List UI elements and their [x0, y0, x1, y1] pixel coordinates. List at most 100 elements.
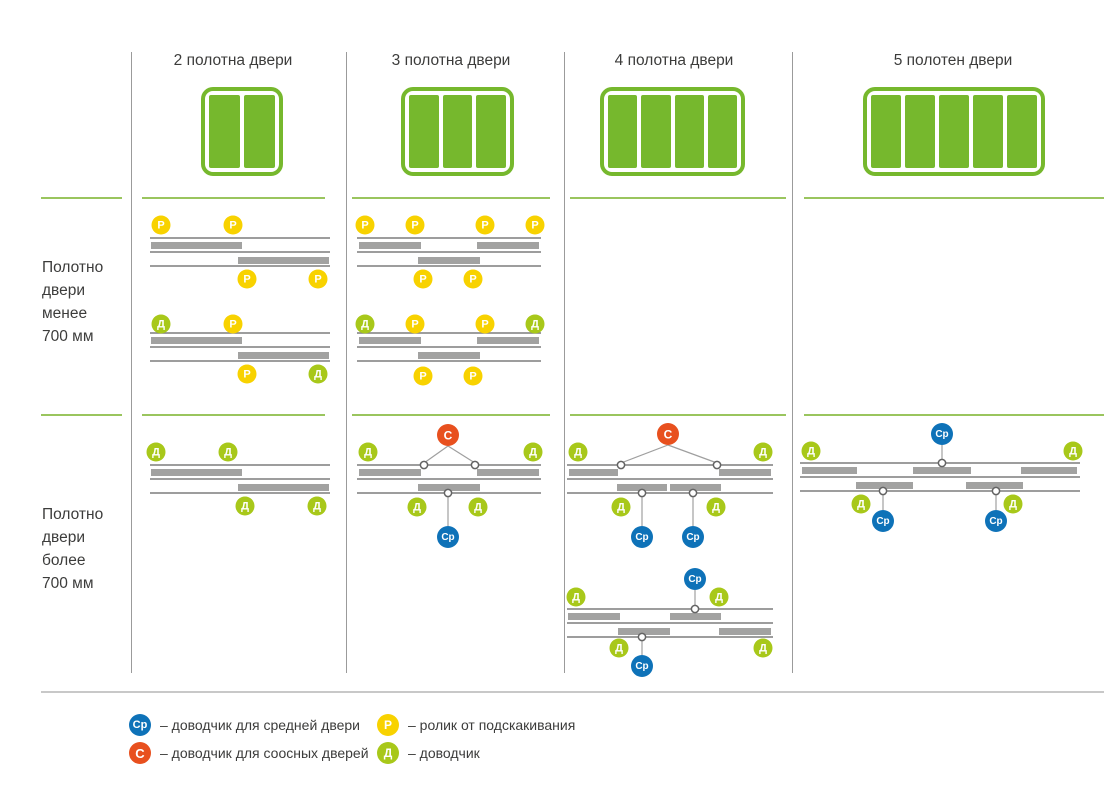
door-track-bar — [802, 467, 857, 474]
closer-marker: Д — [1063, 441, 1083, 461]
svg-text:Ср: Ср — [635, 532, 648, 543]
door-panel — [608, 95, 638, 168]
legend-label: – ролик от подскакивания — [408, 717, 576, 733]
door-panel — [939, 95, 969, 168]
svg-text:Р: Р — [243, 274, 250, 286]
roller-marker: Р — [151, 215, 171, 235]
door-track-bar — [670, 484, 721, 491]
svg-text:Р: Р — [481, 319, 488, 331]
svg-text:Д: Д — [241, 501, 249, 513]
column-header-2-panels: 2 полотна двери — [173, 52, 293, 69]
svg-text:Д: Д — [574, 447, 582, 459]
roller-marker: Р — [237, 269, 257, 289]
svg-text:Р: Р — [531, 220, 538, 232]
svg-text:Д: Д — [615, 643, 623, 655]
svg-text:С: С — [664, 428, 673, 442]
door-panel — [871, 95, 901, 168]
closer-marker: Д — [523, 442, 543, 462]
svg-text:Р: Р — [481, 220, 488, 232]
connector-line — [620, 444, 669, 464]
closer-marker: Д — [468, 497, 488, 517]
connector-line — [447, 445, 476, 464]
column-divider-line — [346, 52, 347, 673]
middle-closer-marker: Ср — [872, 510, 894, 532]
attachment-point — [937, 458, 947, 468]
svg-text:Д: Д — [152, 447, 160, 459]
legend-label: – доводчик для соосных дверей — [160, 745, 369, 761]
svg-text:Р: Р — [157, 220, 164, 232]
svg-text:Д: Д — [413, 502, 421, 514]
middle-closer-marker: Ср — [684, 568, 706, 590]
svg-text:Д: Д — [857, 499, 865, 511]
svg-text:Д: Д — [1069, 446, 1077, 458]
svg-text:Р: Р — [419, 371, 426, 383]
closer-marker: Д — [355, 314, 375, 334]
attachment-point — [712, 460, 722, 470]
closer-marker: Д — [146, 442, 166, 462]
roller-marker: Р — [413, 366, 433, 386]
roller-marker: Р — [355, 215, 375, 235]
closer-marker: Д — [609, 638, 629, 658]
coaxial-closer-marker: С — [657, 423, 679, 445]
door-panel — [674, 95, 704, 168]
legend-label: – доводчик для средней двери — [160, 717, 360, 733]
door-track-bar — [418, 484, 480, 491]
closer-marker: Д — [358, 442, 378, 462]
door-track-bar — [151, 242, 242, 249]
door-track-bar — [719, 628, 771, 635]
door-track-bar — [477, 469, 539, 476]
attachment-point — [616, 460, 626, 470]
roller-marker: Р — [405, 215, 425, 235]
door-track-bar — [719, 469, 771, 476]
door-panel — [707, 95, 737, 168]
door-panel — [442, 95, 473, 168]
column-divider-line — [792, 52, 793, 673]
svg-text:Р: Р — [229, 220, 236, 232]
door-panel — [409, 95, 439, 168]
row-separator-line — [570, 197, 786, 199]
roller-marker: Р — [463, 366, 483, 386]
svg-text:Р: Р — [243, 369, 250, 381]
roller-marker: Р — [413, 269, 433, 289]
roller-marker: Р — [525, 215, 545, 235]
door-track-bar — [418, 257, 480, 264]
svg-text:Ср: Ср — [686, 532, 699, 543]
door-track-bar — [238, 484, 329, 491]
row-separator-line — [804, 414, 1104, 416]
closer-marker-icon: Д — [377, 742, 399, 764]
door-panel — [1007, 95, 1037, 168]
middle-closer-marker: Ср — [985, 510, 1007, 532]
svg-text:Ср: Ср — [935, 429, 948, 440]
connector-line — [667, 444, 718, 464]
roller-marker: Р — [223, 215, 243, 235]
closer-marker: Д — [801, 441, 821, 461]
coaxial-closer-marker: С — [437, 424, 459, 446]
door-track-bar — [913, 467, 971, 474]
roller-marker-icon: Р — [377, 714, 399, 736]
closer-marker: Д — [566, 587, 586, 607]
row-label-over-700mm: Полотно двери более 700 мм — [42, 506, 104, 592]
door-panel — [641, 95, 671, 168]
column-header-4-panels: 4 полотна двери — [614, 52, 734, 69]
svg-text:Ср: Ср — [635, 661, 648, 672]
svg-text:Д: Д — [314, 369, 322, 381]
door-track-bar — [618, 628, 670, 635]
row-separator-line — [352, 197, 550, 199]
legend-item-closer: Д – доводчик — [377, 742, 480, 764]
row-separator-line — [570, 414, 786, 416]
roller-marker: Р — [463, 269, 483, 289]
row-label-under-700mm: Полотно двери менее 700 мм — [42, 259, 104, 345]
closer-marker: Д — [525, 314, 545, 334]
door-icon-5-panels — [863, 87, 1045, 176]
svg-text:Ср: Ср — [989, 516, 1002, 527]
legend-item-roller: Р – ролик от подскакивания — [377, 714, 575, 736]
door-track-bar — [151, 337, 242, 344]
coaxial-closer-marker-icon: С — [129, 742, 151, 764]
closer-marker: Д — [709, 587, 729, 607]
